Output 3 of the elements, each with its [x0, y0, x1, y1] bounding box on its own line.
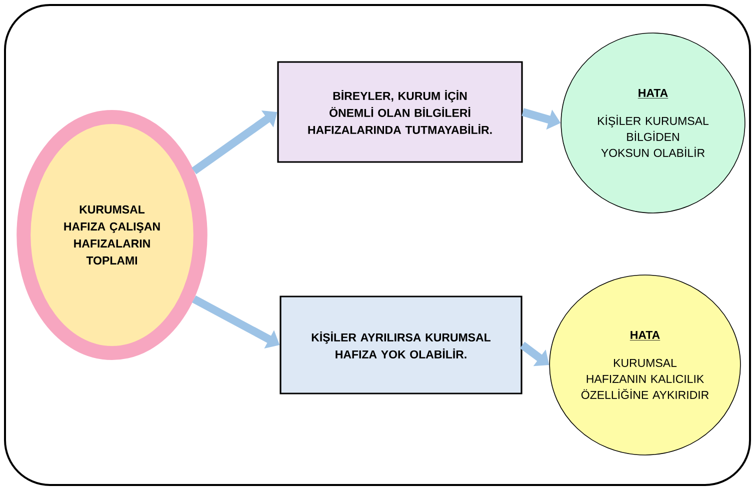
ellipse-node: KURUMSAL HAFIZA ÇALIŞAN HAFIZALARIN TOPLAMI — [16, 110, 208, 360]
process-box: KİŞİLER AYRILIRSA KURUMSAL HAFIZA YOK OLABİLİR. — [280, 296, 522, 394]
process-box: BİREYLER, KURUM İÇİN ÖNEMLİ OLAN BİLGİLERİ HAFIZALARINDA TUTMAYABİLİR. — [277, 61, 523, 163]
